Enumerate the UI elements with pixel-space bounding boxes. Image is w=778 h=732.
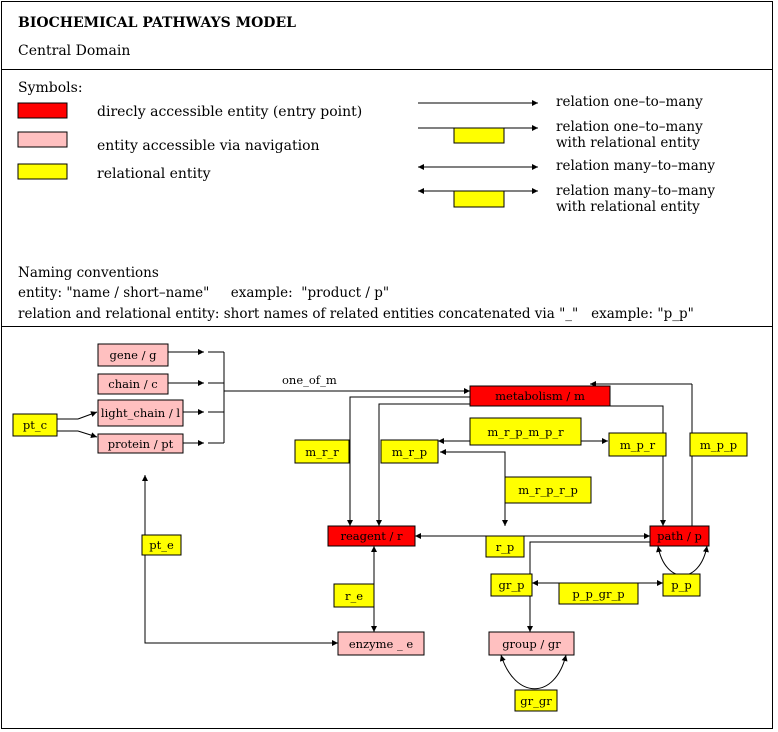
legend-text-entry-point: direcly accessible entity (entry point) (97, 104, 362, 120)
relational-m-r-p-m-p-r-label: m_r_p_m_p_r (487, 425, 564, 439)
legend-swatch-navigation (17, 131, 68, 148)
entity-light-chain[interactable]: light_chain / l (97, 399, 184, 427)
entity-enzyme[interactable]: enzyme _ e (337, 631, 425, 656)
relational-p-p-gr-p-label: p_p_gr_p (572, 587, 624, 601)
relational-pt-e[interactable]: pt_e (141, 534, 182, 556)
relational-m-r-p-m-p-r[interactable]: m_r_p_m_p_r (469, 417, 582, 446)
naming-entity: entity: "name / short–name" example: "pr… (18, 285, 389, 301)
entity-gene-label: gene / g (110, 348, 158, 362)
relational-m-p-p-label: m_p_p (700, 438, 737, 452)
relational-m-r-p-r-p[interactable]: m_r_p_r_p (504, 476, 592, 504)
relational-m-p-r[interactable]: m_p_r (608, 432, 667, 457)
entity-path-label: path / p (657, 529, 702, 543)
relational-r-e[interactable]: r_e (333, 583, 375, 608)
legend-text-many-to-many-rel-1: relation many–to–many (556, 183, 715, 199)
relational-gr-gr[interactable]: gr_gr (514, 689, 558, 712)
relational-m-r-r[interactable]: m_r_r (294, 439, 350, 464)
legend-swatch-relational (17, 163, 68, 180)
relational-gr-p[interactable]: gr_p (490, 573, 533, 597)
entity-group[interactable]: group / gr (488, 631, 575, 656)
entity-group-label: group / gr (502, 637, 561, 651)
page-subtitle: Central Domain (18, 43, 130, 59)
legend-text-one-to-many-rel-1: relation one–to–many (556, 119, 703, 135)
legend-text-navigation: entity accessible via navigation (97, 138, 320, 154)
entity-chain[interactable]: chain / c (97, 373, 169, 395)
relational-m-r-p-label: m_r_p (392, 445, 427, 459)
relational-r-p[interactable]: r_p (485, 535, 525, 558)
entity-gene[interactable]: gene / g (97, 343, 169, 367)
relational-m-r-p-r-p-label: m_r_p_r_p (518, 483, 578, 497)
relational-pt-c[interactable]: pt_c (12, 413, 58, 437)
relational-m-r-p[interactable]: m_r_p (380, 439, 439, 464)
entity-enzyme-label: enzyme _ e (349, 637, 414, 651)
relational-p-p[interactable]: p_p (662, 573, 701, 597)
relational-m-r-r-label: m_r_r (305, 445, 339, 459)
symbols-label: Symbols: (18, 80, 83, 96)
legend-text-one-to-many: relation one–to–many (556, 94, 703, 110)
entity-path[interactable]: path / p (649, 525, 710, 547)
relational-p-p-gr-p[interactable]: p_p_gr_p (558, 582, 639, 605)
legend: Symbols: direcly accessible entity (entr… (17, 80, 715, 322)
legend-box-one-to-many-rel (453, 127, 505, 144)
entity-reagent-label: reagent / r (340, 529, 403, 543)
legend-swatch-entry-point (17, 102, 68, 119)
legend-text-many-to-many: relation many–to–many (556, 158, 715, 174)
relational-r-p-label: r_p (496, 540, 515, 554)
entity-protein-label: protein / pt (108, 437, 174, 451)
relational-r-e-label: r_e (345, 589, 363, 603)
entity-metabolism[interactable]: metabolism / m (469, 385, 611, 407)
relation-label-one-of-m: one_of_m (282, 373, 337, 387)
relational-pt-e-label: pt_e (149, 538, 174, 552)
relational-pt-c-label: pt_c (23, 418, 47, 432)
relational-p-p-label: p_p (671, 578, 691, 592)
relational-gr-gr-label: gr_gr (520, 694, 552, 708)
legend-text-one-to-many-rel-2: with relational entity (556, 135, 700, 151)
entity-metabolism-label: metabolism / m (495, 389, 585, 403)
entity-light-chain-label: light_chain / l (101, 406, 180, 420)
relational-gr-p-label: gr_p (499, 578, 525, 592)
legend-text-relational: relational entity (97, 166, 211, 182)
legend-text-many-to-many-rel-2: with relational entity (556, 199, 700, 215)
naming-title: Naming conventions (18, 265, 159, 281)
entity-protein[interactable]: protein / pt (97, 433, 184, 454)
naming-relation: relation and relational entity: short na… (18, 306, 694, 322)
entity-chain-label: chain / c (108, 377, 157, 391)
entity-reagent[interactable]: reagent / r (327, 525, 416, 547)
page-title: BIOCHEMICAL PATHWAYS MODEL (18, 15, 296, 31)
relational-m-p-r-label: m_p_r (620, 438, 656, 452)
relational-m-p-p[interactable]: m_p_p (689, 432, 748, 457)
legend-box-many-to-many-rel (453, 190, 505, 208)
